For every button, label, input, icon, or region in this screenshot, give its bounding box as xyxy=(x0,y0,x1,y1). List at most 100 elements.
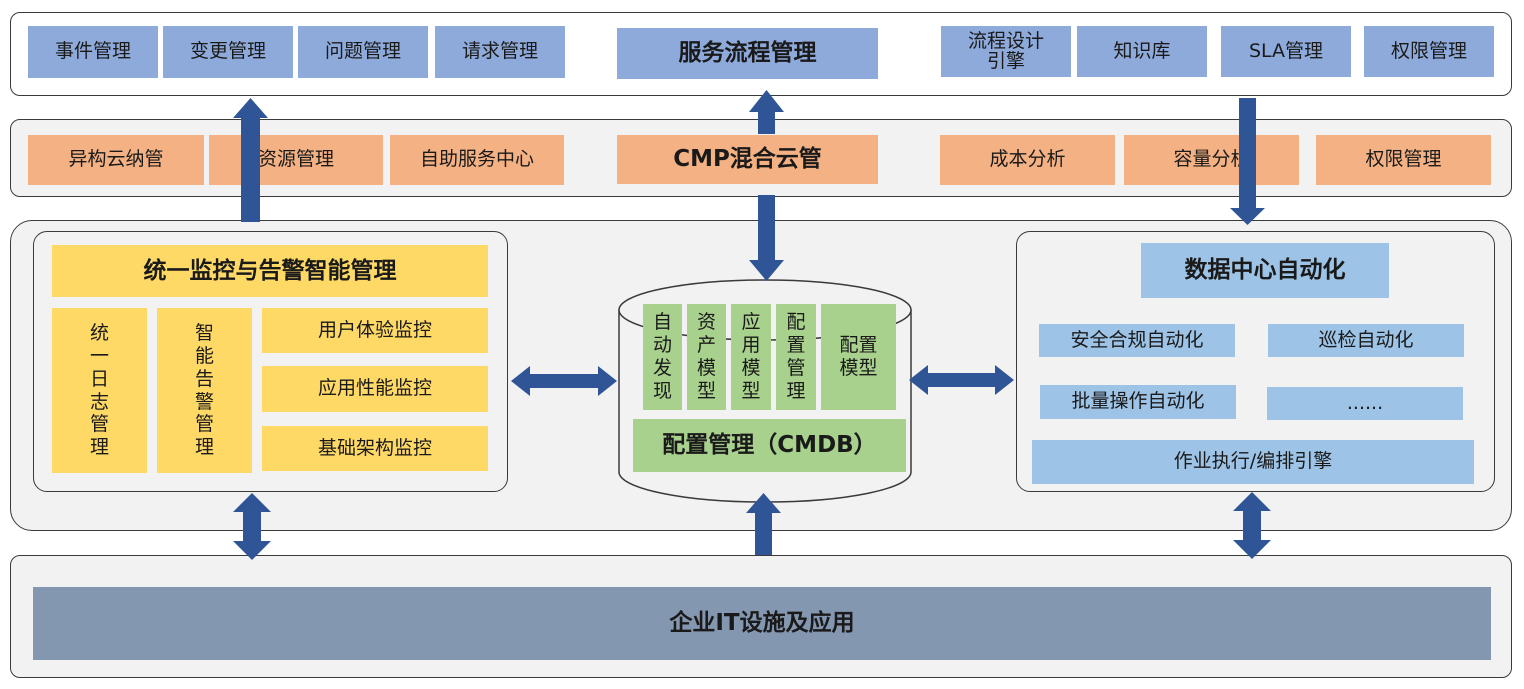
vertical-char: 管 xyxy=(194,413,214,436)
service-item-permission: 权限管理 xyxy=(1364,26,1494,77)
arrow-down-icon xyxy=(749,195,784,281)
vertical-char: 动 xyxy=(652,334,672,357)
automation-item-label: 巡检自动化 xyxy=(1318,328,1414,351)
automation-item-label: 批量操作自动化 xyxy=(1071,390,1205,413)
automation-more: ...... xyxy=(1267,387,1463,420)
service-layer-title: 服务流程管理 xyxy=(617,28,878,79)
service-item-label: 知识库 xyxy=(1113,39,1171,62)
vertical-char: 警 xyxy=(194,390,214,413)
arrow-double-vertical-icon xyxy=(233,493,271,560)
cmdb-app-model: 应 用 模 型 xyxy=(731,304,771,410)
monitoring-title: 统一监控与告警智能管理 xyxy=(52,245,488,297)
arrow-double-horizontal-icon xyxy=(909,365,1014,395)
automation-item-label: 安全合规自动化 xyxy=(1070,328,1204,351)
vertical-char: 理 xyxy=(194,436,214,459)
automation-engine: 作业执行/编排引擎 xyxy=(1032,440,1474,484)
cmp-layer-title: CMP混合云管 xyxy=(617,135,878,184)
vertical-char: 型 xyxy=(696,379,716,402)
automation-engine-label: 作业执行/编排引擎 xyxy=(1173,450,1333,473)
cmp-item-permission: 权限管理 xyxy=(1316,135,1491,185)
cmp-item-cost-analysis: 成本分析 xyxy=(940,135,1115,185)
service-item-knowledge-base: 知识库 xyxy=(1077,26,1207,77)
service-item-change: 变更管理 xyxy=(163,26,293,78)
automation-security-compliance: 安全合规自动化 xyxy=(1039,324,1235,357)
cmp-item-label: 资源管理 xyxy=(257,148,334,171)
service-item-label: 流程设计 xyxy=(967,29,1044,52)
cmdb-auto-discovery: 自 动 发 现 xyxy=(643,304,682,410)
apm-monitoring: 应用性能监控 xyxy=(262,366,488,412)
vertical-char: 志 xyxy=(89,390,109,413)
cmp-item-label: 异构云纳管 xyxy=(68,148,164,171)
service-item-sla: SLA管理 xyxy=(1221,26,1351,77)
service-item-label: 事件管理 xyxy=(54,40,131,63)
unified-log-management: 统 一 日 志 管 理 xyxy=(52,308,147,473)
vertical-char: 型 xyxy=(741,379,761,402)
vertical-char: 告 xyxy=(194,367,214,390)
automation-inspection: 巡检自动化 xyxy=(1268,324,1464,357)
arrow-up-icon xyxy=(233,98,268,222)
infrastructure-title-text: 企业IT设施及应用 xyxy=(669,610,855,637)
service-item-problem: 问题管理 xyxy=(298,26,428,78)
vertical-char: 现 xyxy=(652,379,672,402)
cmdb-title-text: 配置管理（CMDB） xyxy=(662,432,877,459)
arrow-up-icon xyxy=(749,90,784,134)
cmp-item-label: 权限管理 xyxy=(1365,148,1442,171)
vertical-char: 自 xyxy=(652,311,672,334)
vertical-char: 资 xyxy=(696,311,716,334)
smart-alert-management: 智 能 告 警 管 理 xyxy=(157,308,252,473)
vertical-char: 模 xyxy=(696,357,716,379)
vertical-char: 日 xyxy=(89,367,109,390)
vertical-char: 模 xyxy=(741,357,761,379)
cmp-item-hetero-cloud: 异构云纳管 xyxy=(28,135,204,185)
cmp-item-label: 容量分析 xyxy=(1173,148,1250,171)
vertical-char: 应 xyxy=(741,311,761,334)
vertical-char: 模型 xyxy=(839,357,878,379)
vertical-char: 产 xyxy=(696,334,716,357)
cmp-item-resource-mgmt: 资源管理 xyxy=(209,135,383,185)
vertical-char: 管 xyxy=(89,413,109,436)
vertical-char: 理 xyxy=(89,436,109,459)
monitoring-item-label: 用户体验监控 xyxy=(317,318,432,341)
service-item-label: 权限管理 xyxy=(1390,39,1467,62)
cmp-item-self-service: 自助服务中心 xyxy=(390,135,564,185)
vertical-char: 管 xyxy=(786,357,806,379)
vertical-char: 一 xyxy=(89,344,109,367)
automation-item-label: ...... xyxy=(1346,391,1384,414)
service-item-workflow-engine: 流程设计 引擎 xyxy=(941,26,1071,77)
service-layer-title-text: 服务流程管理 xyxy=(678,40,817,67)
vertical-char: 统 xyxy=(89,322,109,345)
service-item-incident: 事件管理 xyxy=(28,26,158,78)
infra-monitoring: 基础架构监控 xyxy=(262,426,488,471)
monitoring-item-label: 应用性能监控 xyxy=(317,377,432,400)
service-item-label: 引擎 xyxy=(986,49,1025,72)
cmp-item-capacity-analysis: 容量分析 xyxy=(1124,135,1299,185)
automation-batch-operation: 批量操作自动化 xyxy=(1040,385,1236,419)
cmdb-title: 配置管理（CMDB） xyxy=(633,419,906,472)
vertical-char: 配置 xyxy=(839,334,878,357)
vertical-char: 用 xyxy=(741,334,761,357)
automation-title-text: 数据中心自动化 xyxy=(1184,257,1346,284)
infrastructure-title: 企业IT设施及应用 xyxy=(33,587,1491,660)
service-item-label: 变更管理 xyxy=(189,40,266,63)
cmdb-config-mgmt: 配 置 管 理 xyxy=(776,304,816,410)
vertical-char: 发 xyxy=(652,357,672,379)
cmdb-asset-model: 资 产 模 型 xyxy=(687,304,726,410)
ux-monitoring: 用户体验监控 xyxy=(262,308,488,353)
monitoring-title-text: 统一监控与告警智能管理 xyxy=(143,257,397,284)
service-item-request: 请求管理 xyxy=(435,26,565,78)
vertical-char: 智 xyxy=(194,322,214,345)
monitoring-item-label: 基础架构监控 xyxy=(317,436,432,459)
service-item-label: SLA管理 xyxy=(1248,39,1324,62)
cmp-item-label: 成本分析 xyxy=(989,148,1066,171)
service-item-label: 问题管理 xyxy=(324,40,401,63)
cmdb-config-model: 配置 模型 xyxy=(821,304,896,410)
arrow-down-icon xyxy=(1230,98,1265,225)
cmp-item-label: 自助服务中心 xyxy=(419,148,534,171)
arrow-double-horizontal-icon xyxy=(511,366,617,396)
service-item-label: 请求管理 xyxy=(461,40,538,63)
automation-title: 数据中心自动化 xyxy=(1141,243,1389,298)
arrow-double-vertical-icon xyxy=(1233,492,1271,559)
vertical-char: 理 xyxy=(786,379,806,402)
cmp-layer-title-text: CMP混合云管 xyxy=(673,146,822,173)
